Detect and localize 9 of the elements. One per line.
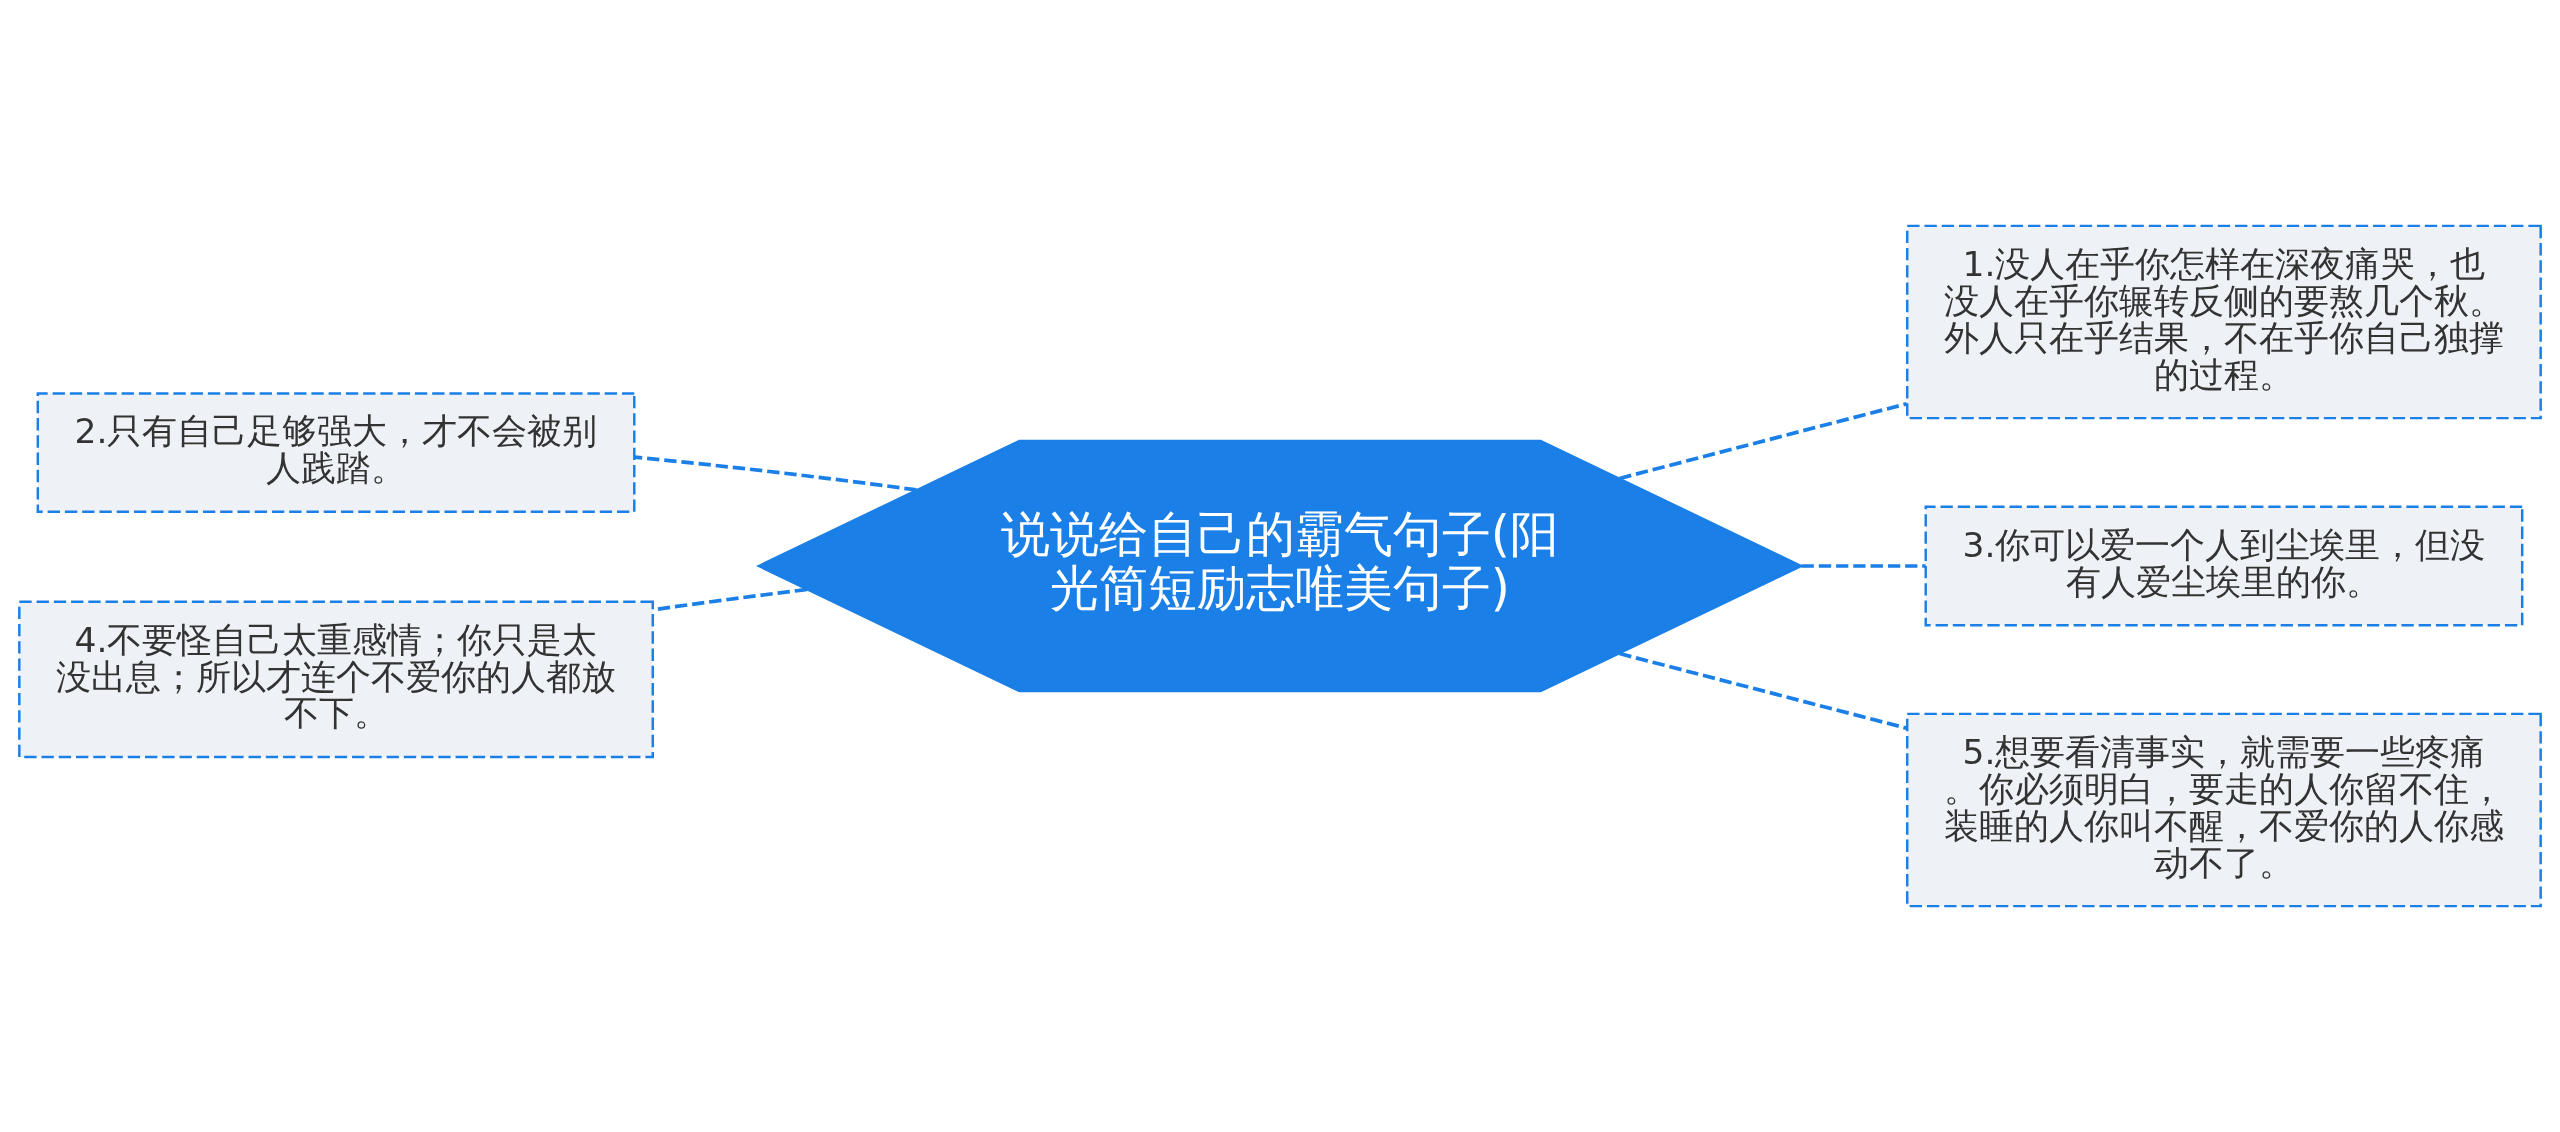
connector (1619, 651, 1908, 730)
node-box: 3.你可以爱一个人到尘埃里，但没有人爱尘埃里的你。 (1924, 505, 2524, 627)
connector (1619, 402, 1908, 481)
connector (634, 455, 917, 492)
node-box: 2.只有自己足够强大，才不会被别人践踏。 (36, 392, 636, 513)
node-box: 5.想要看清事实，就需要一些疼痛。你必须明白，要走的人你留不住，装睡的人你叫不醒，不爱你的人你感动不了。 (1906, 712, 2542, 908)
node-box: 1.没人在乎你怎样在深夜痛哭，也没人在乎你辗转反侧的要熬几个秋。外人只在乎结果，不在乎你自己独撑的过程。 (1906, 224, 2542, 420)
connector (1801, 564, 1926, 568)
node-box: 4.不要怪自己太重感情；你只是太没出息；所以才连个不爱你的人都放不下。 (18, 600, 654, 759)
